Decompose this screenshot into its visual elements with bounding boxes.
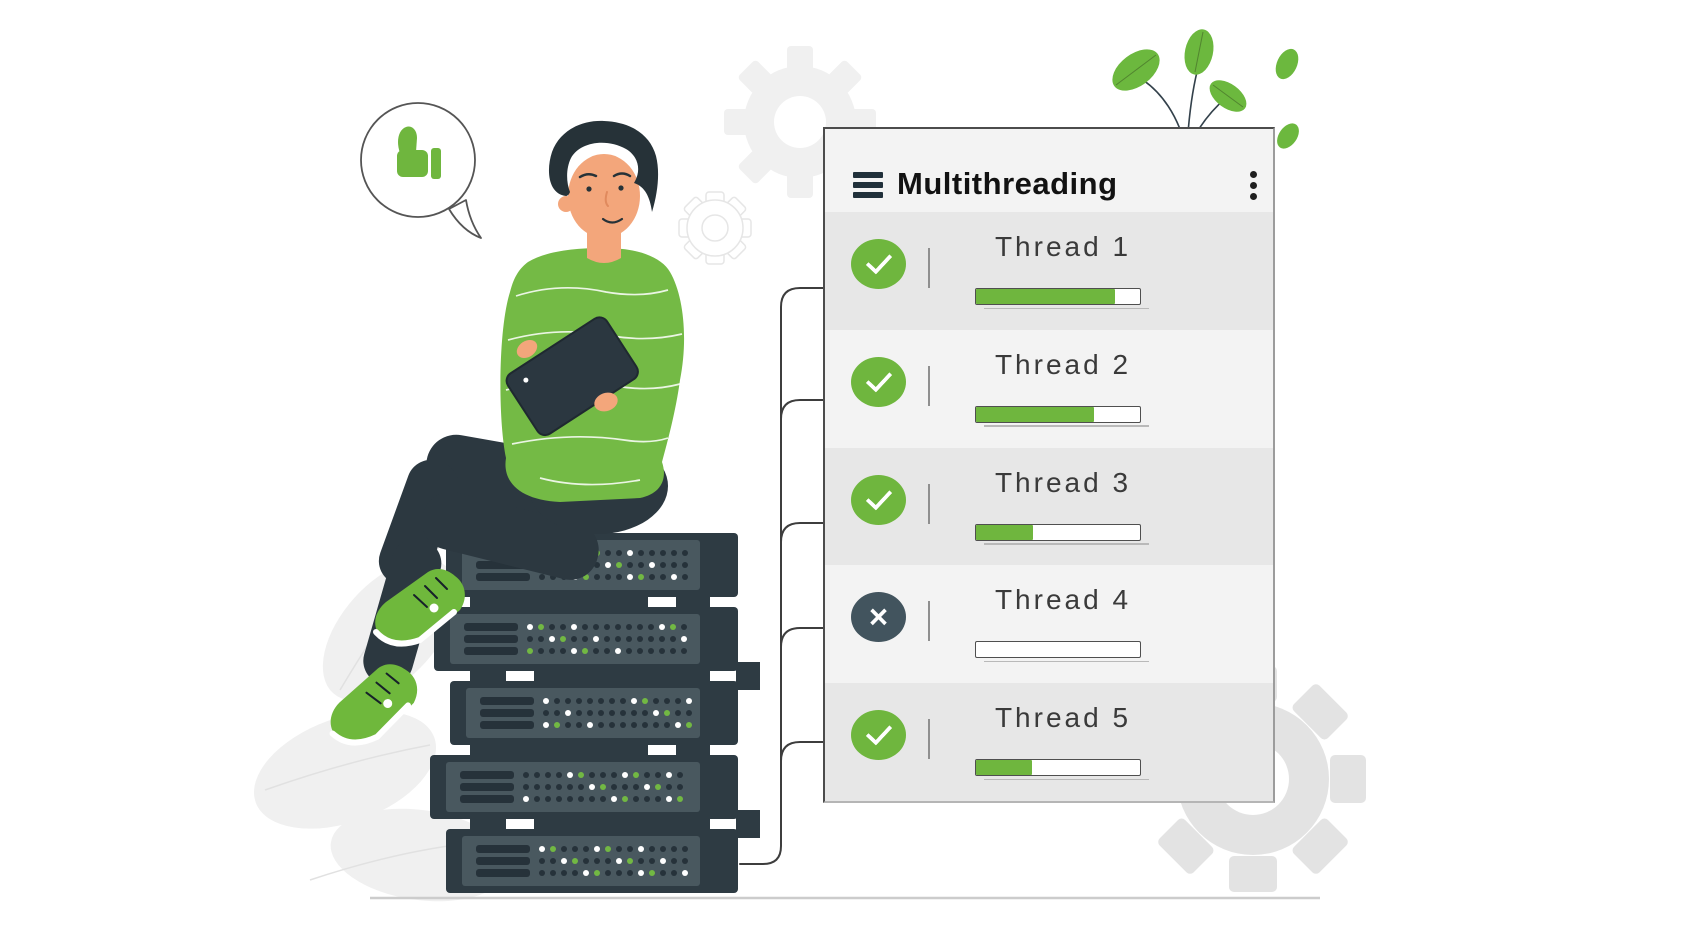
plant-leaves — [1112, 29, 1299, 149]
thread-label: Thread 5 — [994, 702, 1132, 734]
hair — [548, 120, 659, 212]
thread-label: Thread 4 — [994, 584, 1132, 616]
divider — [928, 601, 930, 642]
thread-progress-bar — [975, 641, 1149, 663]
thumbs-up-icon — [397, 126, 441, 179]
connection-lines — [739, 287, 824, 865]
thread-status-completed-icon — [851, 356, 906, 407]
thread-progress-fill — [976, 760, 1032, 776]
hamburger-menu-icon[interactable] — [853, 172, 883, 198]
thread-list: Thread 1 Thread 2 Thread 3 × Thread 4 Th… — [825, 212, 1273, 801]
thread-row: Thread 2 — [825, 330, 1273, 448]
thread-progress-fill — [976, 524, 1034, 540]
thread-label: Thread 2 — [994, 348, 1132, 380]
thread-row: Thread 5 — [825, 683, 1273, 801]
thread-row: × Thread 4 — [825, 565, 1273, 683]
thread-progress-bar — [975, 405, 1149, 427]
thread-progress-bar — [975, 523, 1149, 545]
kebab-menu-icon[interactable] — [1248, 169, 1259, 202]
thread-label: Thread 1 — [994, 231, 1132, 262]
thread-status-completed-icon — [851, 474, 906, 525]
divider — [928, 719, 930, 760]
thread-progress-bar — [975, 288, 1149, 309]
thumbs-up-speech-bubble — [360, 102, 482, 239]
thread-row: Thread 1 — [825, 212, 1273, 330]
multithreading-panel: Multithreading Thread 1 Thread 2 Thread … — [823, 127, 1275, 803]
thread-status-completed-icon — [851, 239, 906, 289]
thread-row: Thread 3 — [825, 447, 1273, 566]
panel-header: Multithreading — [825, 129, 1273, 212]
divider — [928, 365, 930, 406]
divider — [928, 248, 930, 288]
gear-outline-icon — [678, 191, 752, 265]
tablet — [505, 316, 639, 437]
sneaker — [329, 664, 418, 746]
panel-title: Multithreading — [897, 166, 1118, 201]
person-illustration — [329, 120, 685, 746]
thread-status-failed-icon: × — [851, 592, 906, 643]
server-rack-stack — [430, 533, 760, 893]
thread-label: Thread 3 — [994, 466, 1132, 498]
thread-status-completed-icon — [851, 710, 906, 761]
thread-progress-fill — [976, 406, 1095, 422]
thread-progress-fill — [976, 289, 1116, 304]
sneaker — [373, 569, 465, 647]
divider — [928, 483, 930, 524]
thread-progress-bar — [975, 759, 1149, 781]
